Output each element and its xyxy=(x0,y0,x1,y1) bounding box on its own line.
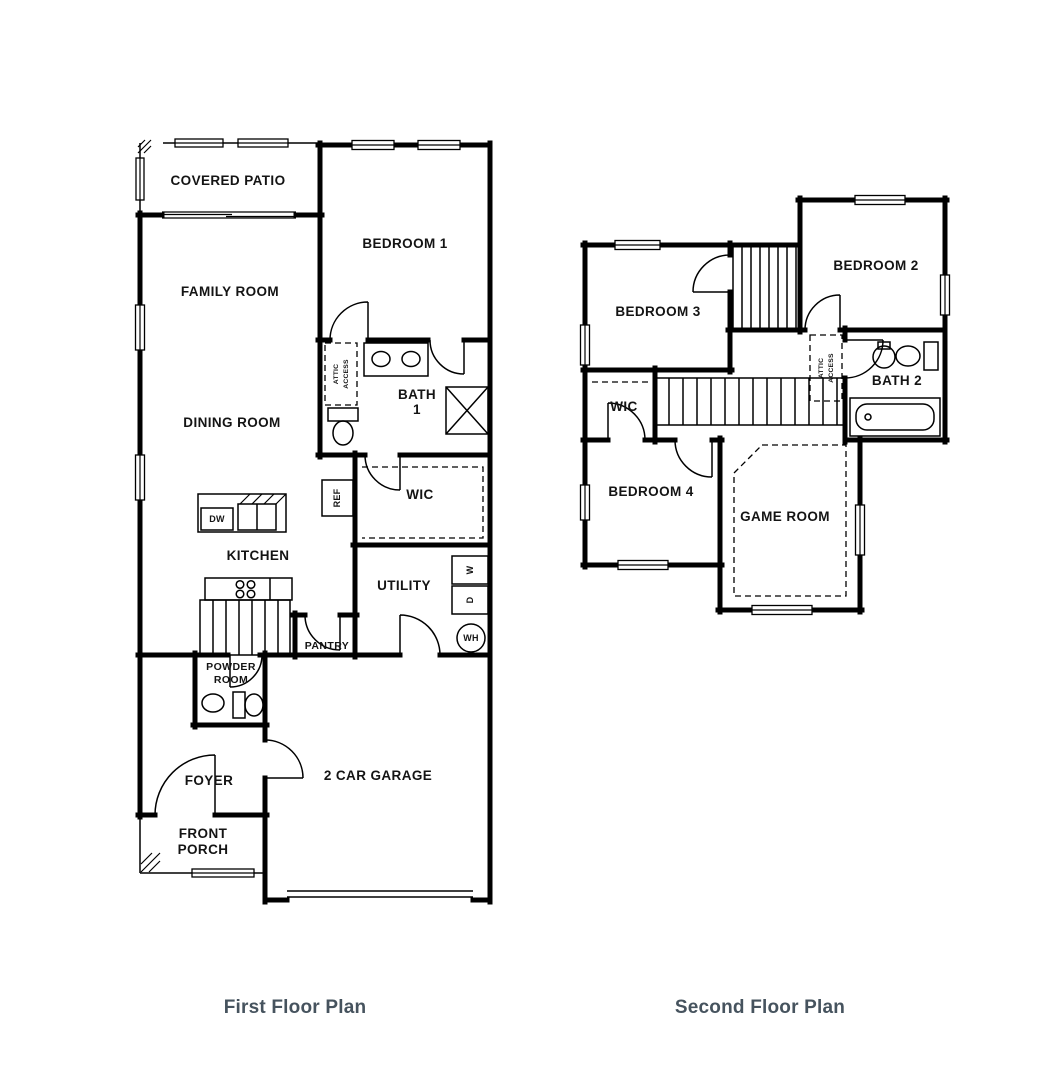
first-floor-caption: First Floor Plan xyxy=(223,997,367,1018)
room-label-wic: WIC xyxy=(406,487,433,502)
label-ref: REF xyxy=(332,488,342,507)
label-attic-access-line1: ATTIC xyxy=(333,364,340,385)
label-dw: DW xyxy=(209,514,225,524)
bath2-tub xyxy=(849,397,941,437)
label-wh: WH xyxy=(463,633,478,643)
first-floor-doors xyxy=(154,301,465,816)
bath2-toilet xyxy=(895,341,939,371)
powder-room-fixtures xyxy=(201,691,264,719)
kitchen-counter xyxy=(197,493,287,533)
second-floor-doors xyxy=(607,254,884,478)
room-label-covered-patio: COVERED PATIO xyxy=(171,173,286,188)
label-washer: W xyxy=(465,565,475,574)
label-attic-access2-line2: ACCESS xyxy=(828,353,835,383)
room-label-utility: UTILITY xyxy=(377,578,431,593)
first-floor-plan: COVERED PATIO BEDROOM 1 FAMILY ROOM DINI… xyxy=(134,138,493,905)
garage-door xyxy=(287,890,473,898)
room-label-powder-line1: POWDER xyxy=(206,661,256,673)
wic-shelving xyxy=(362,466,484,539)
room-label-bedroom-4: BEDROOM 4 xyxy=(608,484,693,499)
room-label-bath-2: BATH 2 xyxy=(872,373,922,388)
room-label-dining-room: DINING ROOM xyxy=(183,415,280,430)
kitchen-island xyxy=(204,577,293,601)
second-floor-windows xyxy=(579,194,951,616)
second-floor-walls xyxy=(580,195,950,615)
room-label-bedroom-2: BEDROOM 2 xyxy=(833,258,918,273)
second-floor-plan: BEDROOM 3 BEDROOM 2 ATTIC ACCESS BATH 2 … xyxy=(579,194,951,616)
label-attic-access2-line1: ATTIC xyxy=(818,358,825,379)
room-label-garage: 2 CAR GARAGE xyxy=(324,768,432,783)
stairs-first-floor xyxy=(199,599,291,656)
bath2-sink xyxy=(872,341,896,369)
front-porch-outline xyxy=(139,817,265,878)
room-label-porch-line1: FRONT xyxy=(179,826,228,841)
label-dryer: D xyxy=(465,596,475,603)
room-label-pantry: PANTRY xyxy=(305,640,349,652)
room-label-bedroom-3: BEDROOM 3 xyxy=(615,304,700,319)
room-label-wic2: WIC xyxy=(610,399,637,414)
room-label-family-room: FAMILY ROOM xyxy=(181,284,279,299)
room-label-foyer: FOYER xyxy=(185,773,234,788)
attic-access-hatch-first xyxy=(324,342,358,406)
attic-access-hatch-second xyxy=(809,334,843,402)
game-room-dashed-outline xyxy=(733,444,847,597)
first-floor-walls xyxy=(135,140,493,905)
bath1-toilet xyxy=(327,407,359,446)
stairs-second-floor xyxy=(654,377,846,426)
first-floor-windows xyxy=(134,139,461,501)
sliding-door xyxy=(162,211,296,219)
refrigerator-box xyxy=(321,479,354,517)
room-label-bath-1-line1: BATH xyxy=(398,387,436,402)
stairwell-void xyxy=(732,247,797,328)
water-heater-circle xyxy=(456,623,486,653)
washer-dryer xyxy=(451,555,489,615)
room-label-bath-1-line2: 1 xyxy=(413,402,421,417)
bath1-shower xyxy=(445,386,489,435)
room-label-powder-line2: ROOM xyxy=(214,674,248,686)
room-label-bedroom-1: BEDROOM 1 xyxy=(362,236,447,251)
label-attic-access-line2: ACCESS xyxy=(343,359,350,389)
second-floor-caption: Second Floor Plan xyxy=(674,997,846,1018)
covered-patio-outline xyxy=(135,138,318,213)
bath1-vanity xyxy=(363,342,429,377)
room-label-porch-line2: PORCH xyxy=(178,842,229,857)
room-label-kitchen: KITCHEN xyxy=(227,548,290,563)
room-label-game-room: GAME ROOM xyxy=(740,509,830,524)
